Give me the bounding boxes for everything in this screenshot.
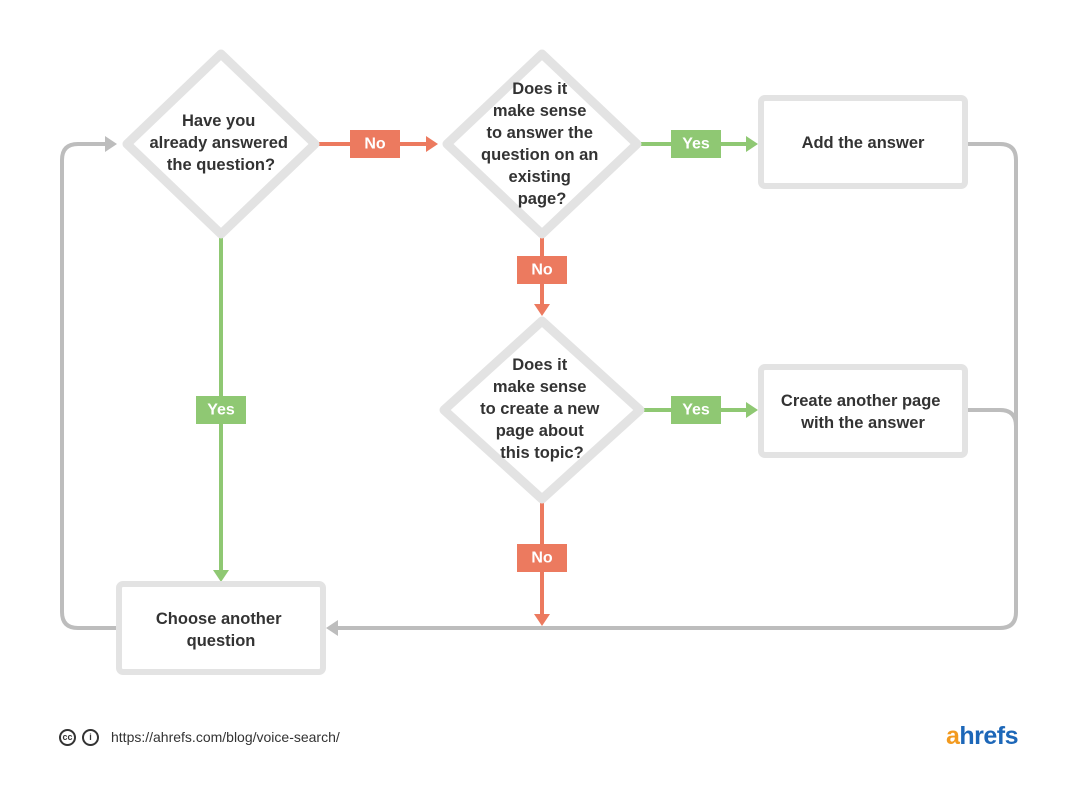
arrowhead-q2-add (746, 136, 758, 152)
arrowhead-q2-q3 (534, 304, 550, 316)
decision-new-page: Does it make sense to create a new page … (439, 316, 645, 504)
svg-text:No: No (364, 136, 386, 153)
action-create-page-text: Create another page with the answer (781, 392, 945, 432)
logo-rest: hrefs (959, 722, 1018, 750)
arrowhead-q1-choose (213, 570, 229, 582)
creative-commons-icon: cc (59, 728, 76, 746)
svg-text:Yes: Yes (682, 136, 710, 153)
edge-label-q1-choose: Yes (196, 396, 246, 424)
svg-text:No: No (531, 550, 553, 567)
decision-new-page-text: Does it make sense to create a new page … (480, 356, 604, 462)
loop-connector-create (962, 408, 1018, 427)
decision-existing-page-text: Does it make sense to answer the questio… (481, 80, 603, 208)
action-add-answer-text: Add the answer (802, 134, 925, 152)
decision-existing-page: Does it make sense to answer the questio… (442, 49, 642, 239)
edge-label-q1-q2: No (350, 130, 400, 158)
edge-label-q2-q3: No (517, 256, 567, 284)
decision-already-answered: Have you already answered the question? (122, 49, 320, 239)
loop-connector-right (334, 142, 1018, 630)
edge-label-q3-create: Yes (671, 396, 721, 424)
decision-already-answered-text: Have you already answered the question? (149, 112, 292, 174)
action-add-answer: Add the answer (758, 95, 968, 189)
attribution-icon: i (82, 728, 99, 746)
arrowhead-q3-create (746, 402, 758, 418)
ahrefs-logo: ahrefs (945, 722, 1019, 751)
svg-text:Yes: Yes (682, 402, 710, 419)
arrowhead-q3-choose (534, 614, 550, 626)
svg-text:No: No (531, 262, 553, 279)
logo-first-letter: a (945, 722, 960, 750)
svg-text:Yes: Yes (207, 402, 235, 419)
loop-connector-left (60, 142, 122, 630)
action-create-page: Create another page with the answer (758, 364, 968, 458)
edge-label-q2-add: Yes (671, 130, 721, 158)
loop-arrowhead-choose (326, 620, 338, 636)
source-url[interactable]: https://ahrefs.com/blog/voice-search/ (111, 729, 340, 745)
edge-label-q3-choose: No (517, 544, 567, 572)
footer: cc i https://ahrefs.com/blog/voice-searc… (59, 726, 340, 748)
loop-arrowhead-q1 (105, 136, 117, 152)
arrowhead-q1-q2 (426, 136, 438, 152)
action-choose-question-text: Choose another question (156, 610, 286, 650)
action-choose-question: Choose another question (116, 581, 326, 675)
